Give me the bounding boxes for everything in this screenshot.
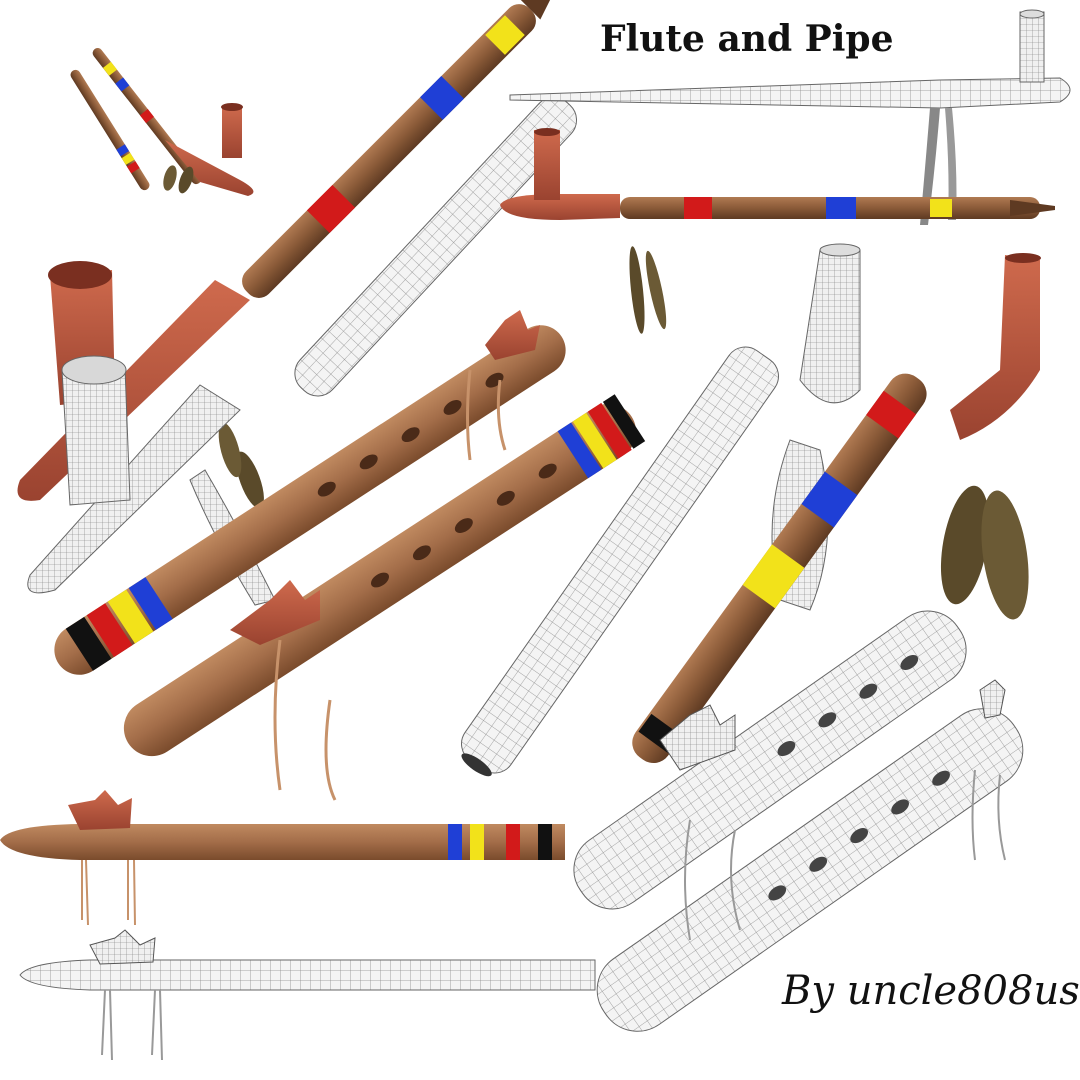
- pipe-wireframe: [27, 96, 578, 606]
- flute-wireframe: [573, 610, 1024, 1032]
- image-title: Flute and Pipe: [600, 18, 894, 60]
- flute-textured-horizontal: [0, 790, 565, 926]
- pipe-small-icon: [70, 48, 254, 196]
- pipe-textured-right: [632, 253, 1041, 764]
- pipe-wireframe-horizontal: [509, 9, 1071, 225]
- flute-wireframe-horizontal: [19, 929, 596, 1061]
- flute-textured: [54, 310, 646, 801]
- pipe-wireframe-long: [461, 243, 861, 777]
- pipe-textured-horizontal: [500, 128, 1055, 334]
- author-credit: By uncle808us: [782, 968, 1080, 1014]
